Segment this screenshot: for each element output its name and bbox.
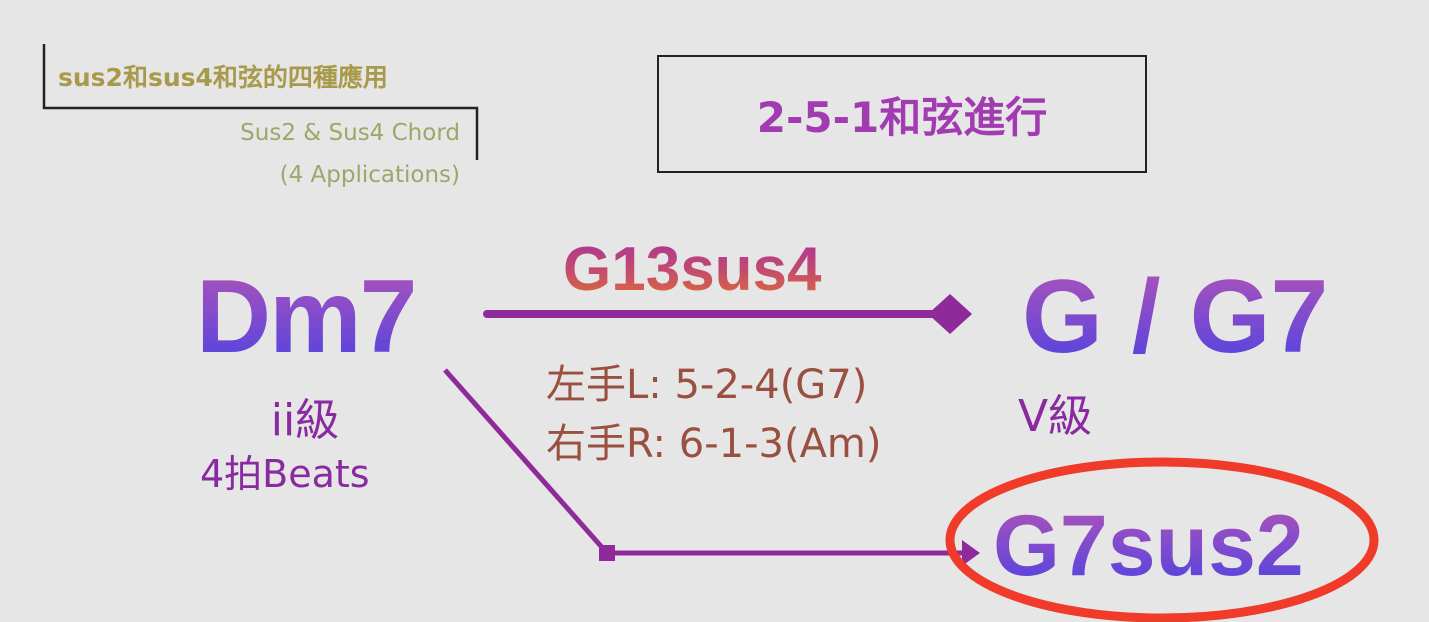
lesson-subtitle-line1: Sus2 & Sus4 Chord	[240, 120, 460, 146]
lower-arrow-head	[962, 540, 980, 566]
lower-path-chord: G7sus2	[993, 498, 1304, 594]
section-box: 2-5-1和弦進行	[657, 55, 1147, 173]
upper-path-chord: G13sus4	[563, 235, 822, 304]
lesson-subtitle-line2: (4 Applications)	[279, 162, 460, 188]
start-chord-degree: ii級	[270, 395, 340, 446]
left-hand-voicing: 左手L: 5-2-4(G7)	[546, 362, 868, 408]
lower-arrow-square-joint	[599, 545, 615, 561]
highlight-circle	[945, 457, 1379, 622]
upper-arrow-diamond-head	[928, 294, 972, 334]
right-hand-voicing: 右手R: 6-1-3(Am)	[546, 421, 882, 467]
start-chord-name: Dm7	[196, 259, 417, 375]
start-chord-duration: 4拍Beats	[200, 452, 370, 496]
lesson-title: sus2和sus4和弦的四種應用	[58, 63, 388, 92]
title-bracket-line	[42, 44, 479, 160]
section-label: 2-5-1和弦進行	[756, 92, 1048, 142]
target-chord-name: G / G7	[1022, 259, 1329, 375]
target-chord-degree: V級	[1018, 391, 1093, 442]
